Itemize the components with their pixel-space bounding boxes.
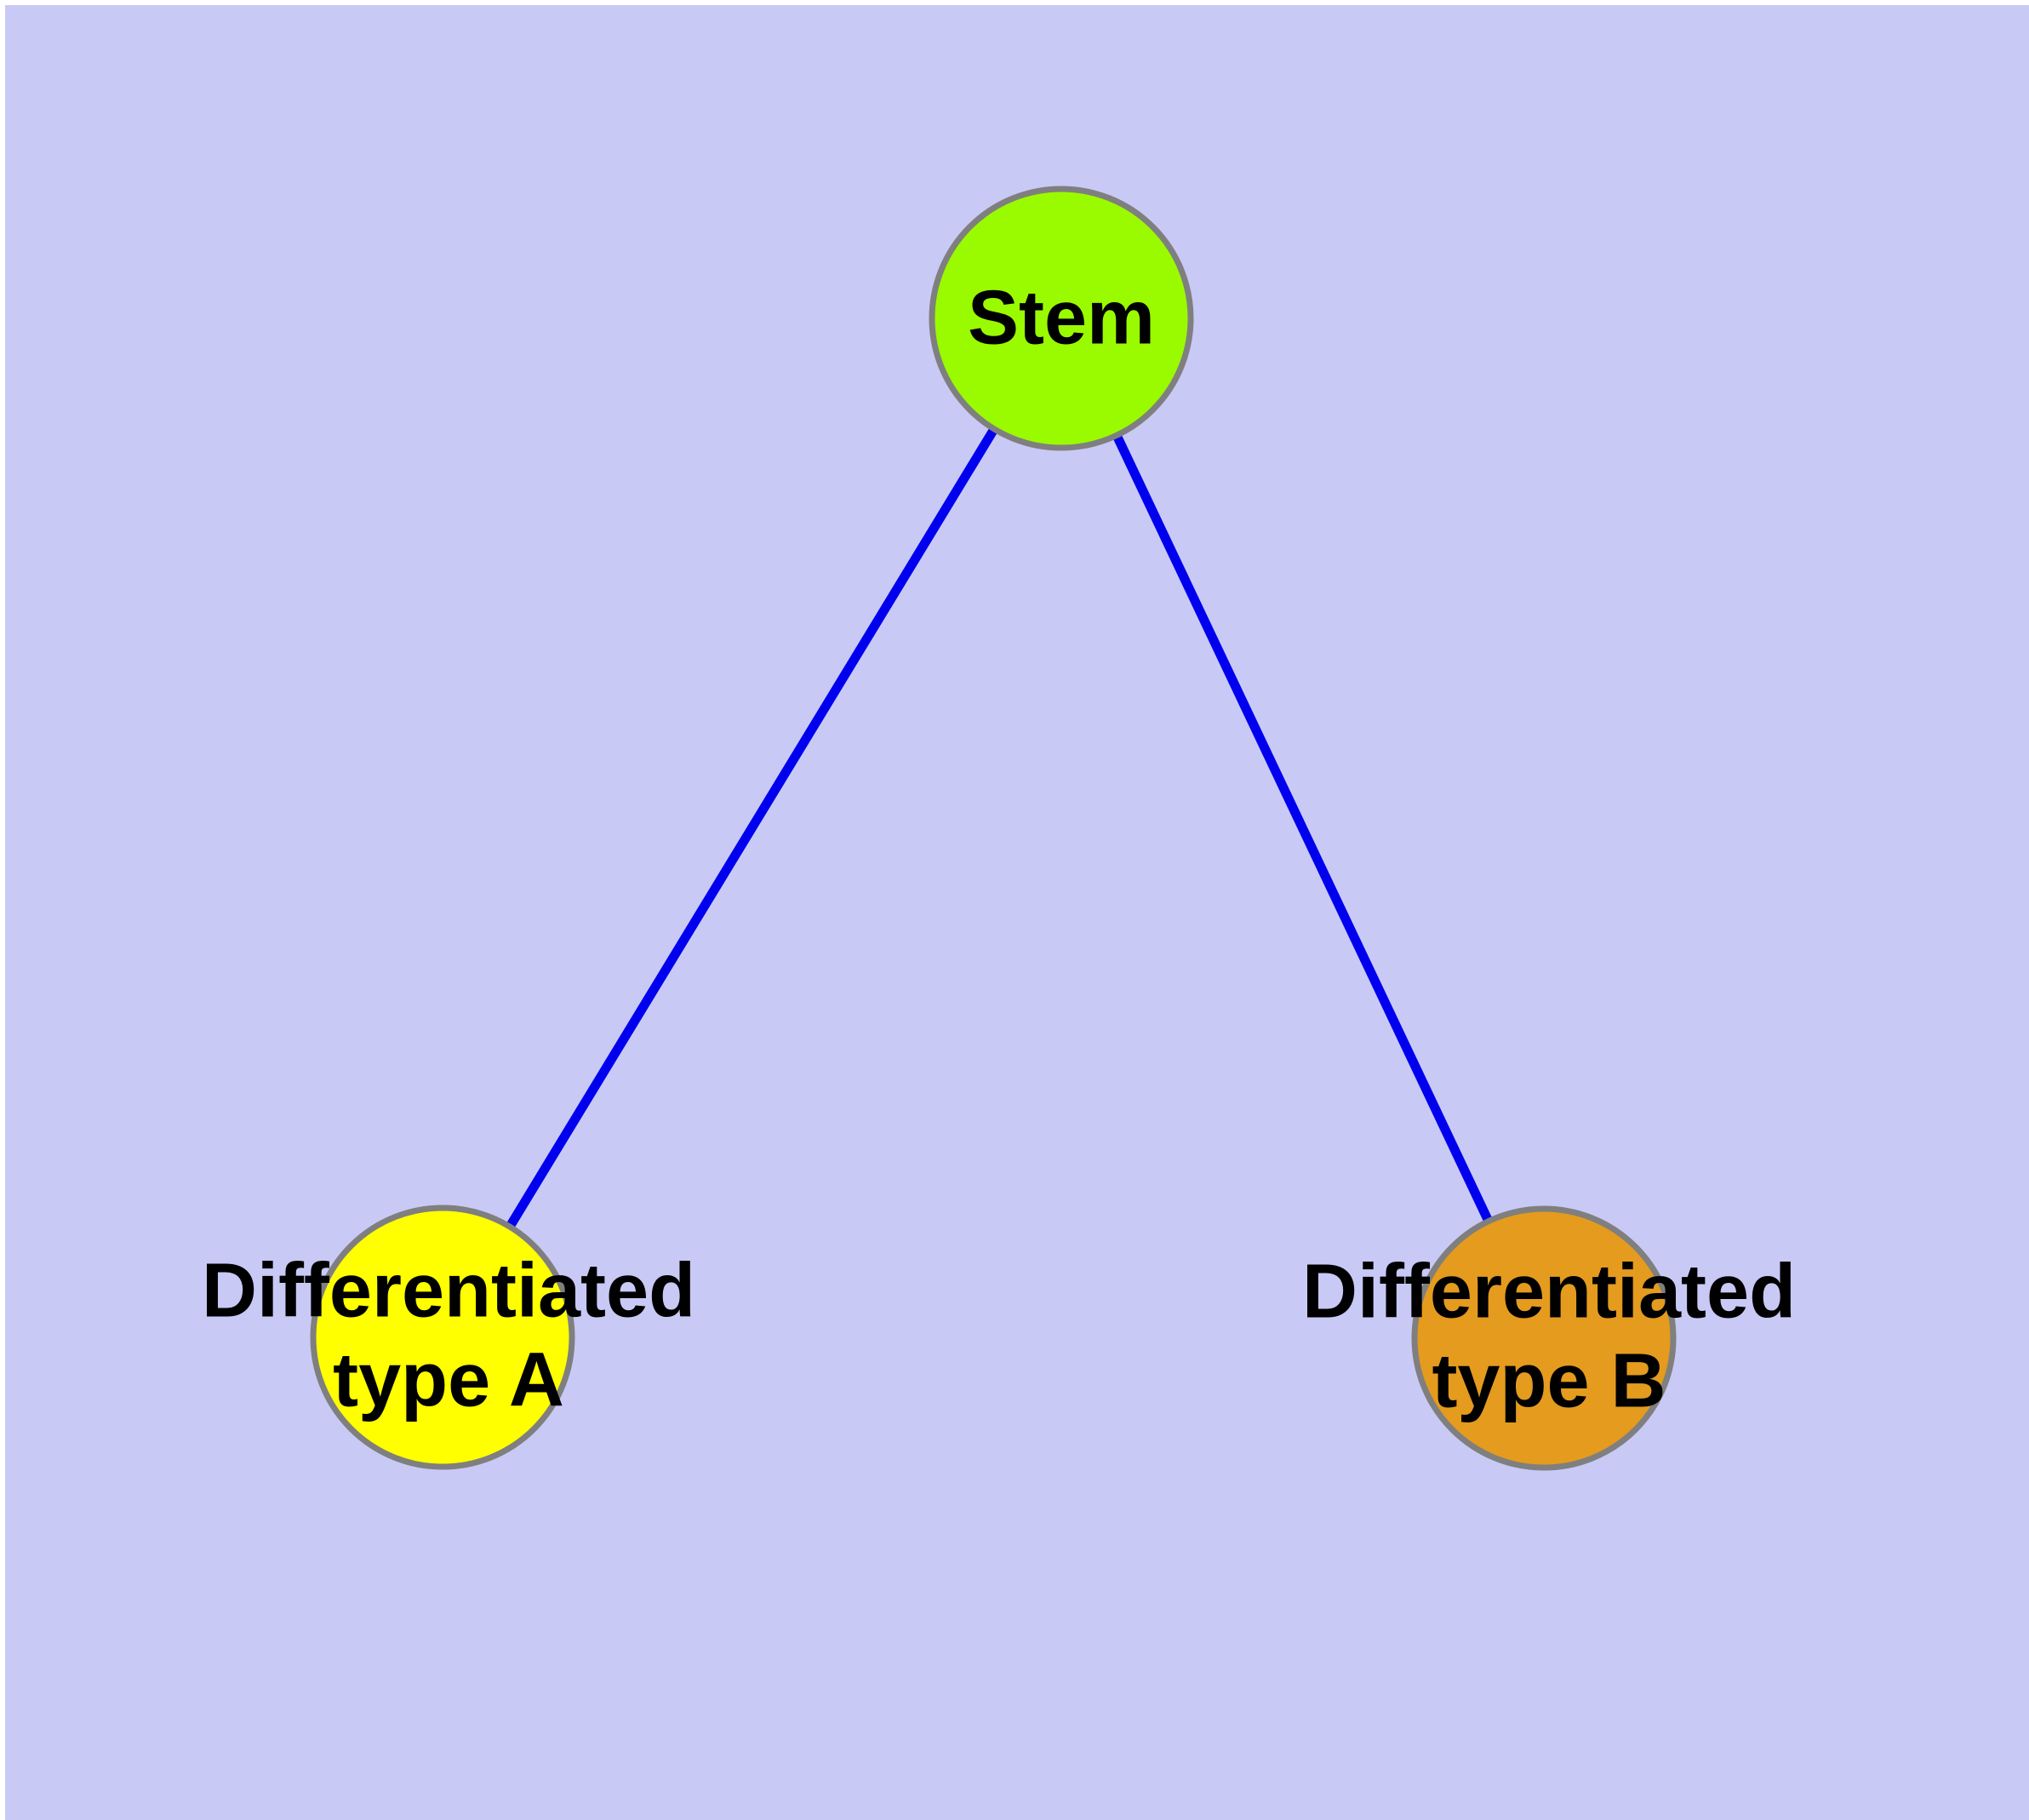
node-stem-circle bbox=[929, 186, 1194, 451]
node-differentiated-type-b-circle bbox=[1411, 1205, 1677, 1471]
edge-stem-to-type-a bbox=[438, 316, 1066, 1340]
node-differentiated-type-a-circle bbox=[310, 1205, 575, 1470]
edge-stem-to-type-b bbox=[1057, 316, 1548, 1341]
